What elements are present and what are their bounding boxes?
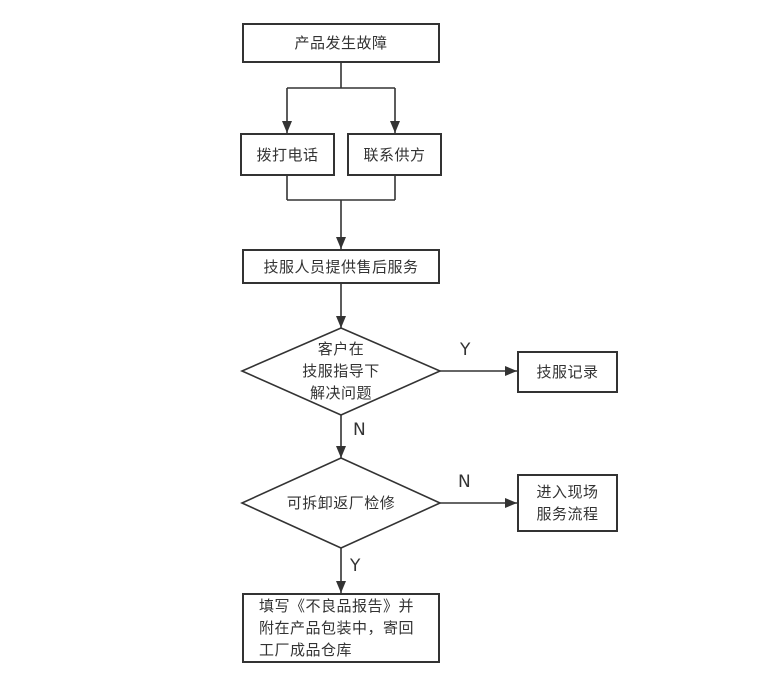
edge-label-return-no: N: [458, 472, 471, 492]
edge-label-solve-no: N: [353, 420, 366, 440]
decision-solve-diamond: [240, 327, 442, 416]
node-onsite-service-process: 进入现场 服务流程: [517, 474, 618, 532]
edge-label-return-yes: Y: [350, 556, 361, 576]
node-service-record: 技服记录: [517, 351, 618, 393]
node-defective-report: 填写《不良品报告》并 附在产品包装中，寄回 工厂成品仓库: [242, 593, 440, 663]
decision-return-diamond: [240, 457, 442, 549]
edge-label-solve-yes: Y: [460, 340, 471, 360]
node-contact-supplier: 联系供方: [347, 133, 442, 176]
node-start: 产品发生故障: [242, 23, 440, 63]
node-dial-phone: 拨打电话: [240, 133, 335, 176]
node-after-sales-service: 技服人员提供售后服务: [242, 249, 440, 284]
